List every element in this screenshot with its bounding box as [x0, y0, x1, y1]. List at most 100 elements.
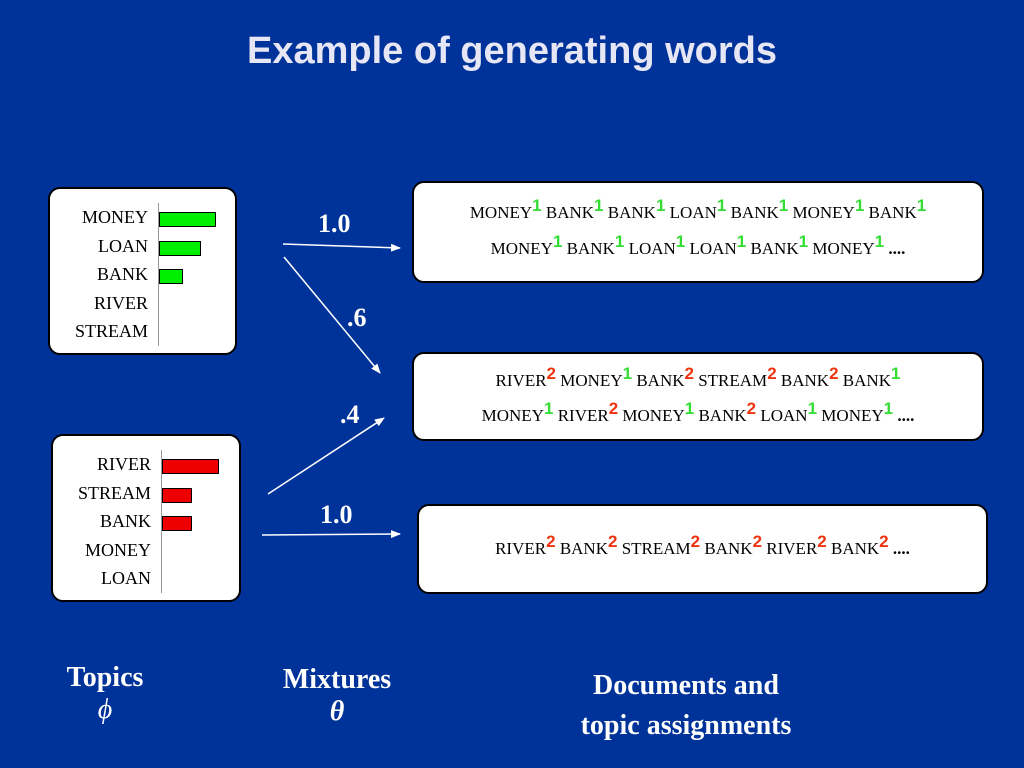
document-line: MONEY1 BANK1 BANK1 LOAN1 BANK1 MONEY1 BA… — [414, 197, 982, 223]
caption-documents-line1: Documents and — [593, 670, 779, 701]
document-word: BANK — [831, 539, 880, 558]
arrow-topic1-doc1 — [282, 243, 401, 252]
caption-mixtures-symbol: θ — [329, 696, 345, 727]
topic-word-label: RIVER — [97, 454, 151, 474]
topic-word-label: LOAN — [101, 568, 151, 588]
topic-assignment: 1 — [916, 196, 927, 215]
topic-assignment: 2 — [767, 364, 777, 383]
topic-assignment: 1 — [552, 232, 563, 251]
mixture-label-topic1-doc1: 1.0 — [318, 209, 351, 238]
document-word: RIVER — [557, 406, 609, 425]
topic-assignment: 2 — [817, 532, 827, 551]
document-word: BANK — [566, 239, 615, 258]
document-word: MONEY — [812, 239, 875, 258]
document-word: LOAN — [760, 406, 808, 425]
topic-assignment: 1 — [716, 196, 727, 215]
arrow-topic1-doc2 — [283, 256, 381, 374]
document-line: RIVER2 BANK2 STREAM2 BANK2 RIVER2 BANK2 … — [419, 533, 986, 559]
topic-assignment: 2 — [752, 532, 763, 551]
topic-assignment: 2 — [829, 364, 839, 383]
document-word: BANK — [750, 239, 799, 258]
topic-assignment: 2 — [684, 364, 694, 383]
topic-assignment: 1 — [543, 399, 554, 418]
topic-assignment: 1 — [655, 196, 666, 215]
topic-assignment: 1 — [798, 232, 809, 251]
topic-word-label: STREAM — [77, 482, 151, 503]
topic-assignment: 2 — [546, 532, 556, 551]
document-word: LOAN — [628, 239, 676, 258]
topic-word-label: MONEY — [82, 207, 148, 227]
caption-documents: Documents and topic assignments — [526, 666, 846, 746]
topic-assignment: 1 — [854, 196, 865, 215]
topic-assignment: 1 — [622, 364, 633, 383]
topic-axis — [161, 450, 162, 593]
topic-word-label: MONEY — [85, 539, 151, 560]
topic-assignment: 2 — [746, 399, 757, 418]
topic-assignment: 2 — [607, 532, 618, 551]
topic-assignment: 1 — [807, 399, 818, 418]
topic-assignment: 1 — [594, 196, 604, 215]
document-word: LOAN — [689, 239, 737, 258]
topic-word-label: STREAM — [74, 321, 148, 341]
mixture-label-topic2-doc3: 1.0 — [320, 500, 353, 529]
document-word: BANK — [868, 203, 917, 222]
topic-prob-bar — [162, 516, 192, 531]
topic-assignment: 1 — [614, 232, 625, 251]
topic-box-2: RIVER STREAM BANK MONEY LOAN — [51, 434, 241, 602]
document-word: BANK — [636, 371, 685, 390]
topic-assignment: 1 — [684, 399, 695, 418]
topic-assignment: 2 — [690, 532, 701, 551]
document-word: RIVER — [766, 539, 818, 558]
topic-assignment: 2 — [879, 532, 889, 551]
document-word: RIVER — [495, 539, 547, 558]
document-word: BANK — [704, 539, 753, 558]
document-word: BANK — [607, 203, 656, 222]
topic-prob-bar — [162, 459, 219, 474]
document-line: MONEY1 BANK1 LOAN1 LOAN1 BANK1 MONEY1 ..… — [414, 233, 982, 259]
topic-assignment: 2 — [546, 364, 557, 383]
document-line: RIVER2 MONEY1 BANK2 STREAM2 BANK2 BANK1 — [414, 365, 982, 391]
document-word: BANK — [559, 539, 608, 558]
document-word: BANK — [730, 203, 779, 222]
topic-assignment: 1 — [874, 232, 885, 251]
document-line: MONEY1 RIVER2 MONEY1 BANK2 LOAN1 MONEY1 … — [414, 400, 982, 426]
document-word: MONEY — [560, 371, 623, 390]
topic-word-label: BANK — [96, 264, 148, 284]
document-word: BANK — [545, 203, 595, 222]
topic-assignment: 2 — [608, 399, 619, 418]
topic-assignment: 1 — [890, 364, 901, 383]
mixture-label-topic2-doc2: .4 — [340, 400, 360, 429]
topic-assignment: 1 — [778, 196, 789, 215]
document-word: BANK — [780, 371, 830, 390]
document-word: STREAM — [621, 539, 691, 558]
caption-mixtures: Mixtures θ — [262, 664, 412, 728]
document-word: LOAN — [669, 203, 717, 222]
document-word: MONEY — [481, 406, 544, 425]
topic-axis — [158, 203, 159, 346]
document-box-1: MONEY1 BANK1 BANK1 LOAN1 BANK1 MONEY1 BA… — [412, 181, 984, 283]
topic-assignment: 1 — [532, 196, 542, 215]
document-word: BANK — [842, 371, 891, 390]
document-box-3: RIVER2 BANK2 STREAM2 BANK2 RIVER2 BANK2 … — [417, 504, 988, 594]
topic-assignment: 1 — [736, 232, 747, 251]
caption-mixtures-label: Mixtures — [282, 664, 392, 695]
topic-prob-bar — [159, 212, 216, 227]
caption-topics: Topics ϕ — [40, 662, 170, 726]
document-word: MONEY — [490, 239, 553, 258]
document-word: MONEY — [622, 406, 685, 425]
arrow-topic2-doc3 — [261, 530, 401, 539]
caption-topics-symbol: ϕ — [97, 694, 113, 725]
caption-documents-line2: topic assignments — [580, 710, 792, 741]
document-ellipsis: .... — [888, 239, 906, 258]
document-word: MONEY — [821, 406, 884, 425]
document-word: RIVER — [495, 371, 547, 390]
topic-word-label: LOAN — [98, 235, 148, 256]
document-ellipsis: .... — [892, 539, 910, 558]
document-word: MONEY — [792, 203, 855, 222]
topic-word-label: BANK — [99, 511, 151, 531]
document-word: BANK — [698, 406, 747, 425]
page-title: Example of generating words — [247, 30, 777, 72]
